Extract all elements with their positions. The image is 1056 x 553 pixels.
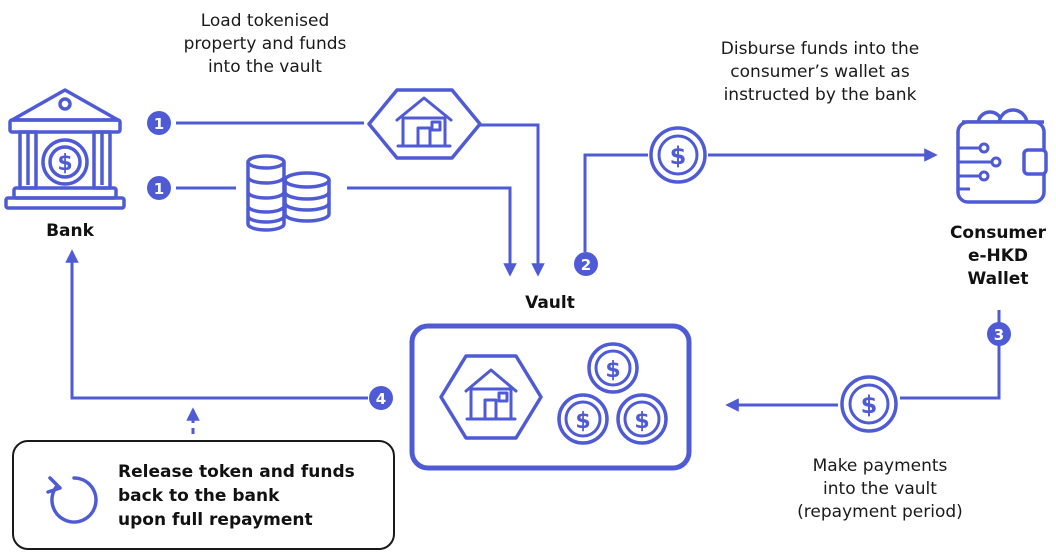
step-badge-3-label: 3 [994,326,1004,344]
caption-disburse: Disburse funds into the consumer’s walle… [720,39,920,105]
step-badge-1-property-label: 1 [154,115,164,133]
caption-payments: Make payments into the vault (repayment … [797,456,963,522]
vault-coin-top-glyph: $ [605,358,620,383]
connector-wallet-to-payment [900,310,1001,400]
wallet-icon [956,108,1048,204]
release-text: Release token and funds back to the bank… [118,462,355,530]
dollar-coin-icon-payment: $ [840,375,898,433]
connector-property-to-vault [478,123,545,277]
connector-vault-to-wallet [583,153,648,252]
step-badge-1-funds: 1 [147,176,171,200]
coin-stack-icon [246,154,331,232]
vault-house-token-icon [439,354,543,440]
dollar-coin-icon-disburse: $ [649,126,707,184]
vault-coin-left-glyph: $ [575,409,590,434]
step-badge-2-label: 2 [581,256,591,274]
bank-dollar-glyph: $ [57,151,72,176]
label-wallet: Consumer e-HKD Wallet [949,223,1047,289]
payment-dollar-glyph: $ [861,391,878,419]
caption-load: Load tokenised property and funds into t… [183,11,347,77]
step-badge-4-label: 4 [376,390,386,408]
label-vault: Vault [525,293,575,313]
step-badge-1-property: 1 [147,111,171,135]
label-bank: Bank [46,221,94,241]
step-badge-2: 2 [574,252,598,276]
step-badge-3: 3 [987,322,1011,346]
bank-icon: $ [4,88,126,210]
release-callout: Release token and funds back to the bank… [12,440,395,550]
vault-coins-icon: $ $ $ [557,342,668,445]
connector-coins-to-vault [347,186,517,277]
disburse-dollar-glyph: $ [670,142,687,170]
refresh-icon [46,476,98,524]
step-badge-1-funds-label: 1 [154,180,164,198]
vault-coin-right-glyph: $ [634,409,649,434]
vault-house-icon [464,368,518,421]
connector-vault-to-bank [65,249,368,400]
step-badge-4: 4 [369,386,393,410]
vault-box: $ $ $ [409,323,692,471]
house-token-icon [367,88,482,160]
